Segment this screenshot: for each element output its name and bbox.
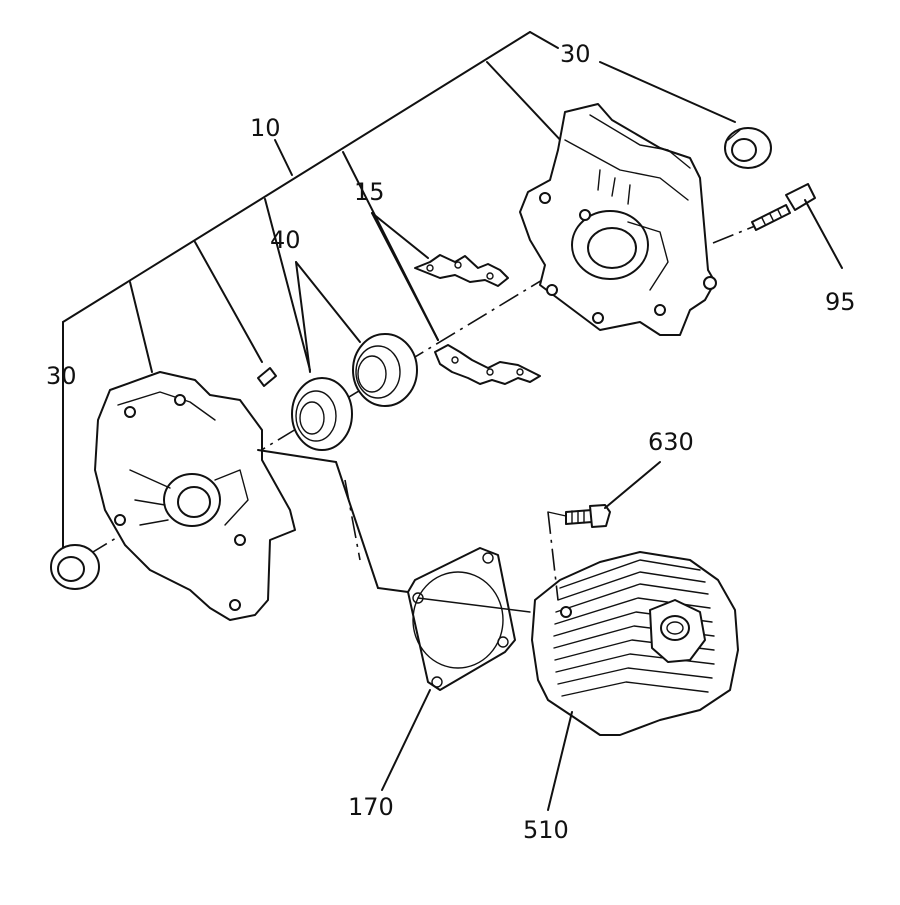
oil-seal-right bbox=[724, 127, 772, 169]
label-10: 10 bbox=[250, 114, 281, 142]
part-labels: 10 15 30 30 40 95 170 510 630 bbox=[46, 40, 856, 844]
crankcase-half-right bbox=[519, 103, 717, 336]
label-30-left: 30 bbox=[46, 362, 77, 390]
crankcase-assembly-leader-tree bbox=[62, 31, 736, 566]
label-630: 630 bbox=[648, 428, 694, 456]
gasket-upper bbox=[414, 254, 509, 287]
oil-seal-left bbox=[50, 544, 100, 590]
crankcase-half-left bbox=[94, 371, 296, 621]
label-40: 40 bbox=[270, 226, 301, 254]
bearing-40-leaders bbox=[295, 261, 361, 373]
label-95: 95 bbox=[825, 288, 856, 316]
cylinder bbox=[531, 551, 739, 811]
bolt-630 bbox=[547, 461, 661, 601]
dowel-pin bbox=[257, 367, 277, 387]
bearing-large bbox=[352, 333, 418, 407]
label-170: 170 bbox=[348, 793, 394, 821]
label-510: 510 bbox=[523, 816, 569, 844]
label-15: 15 bbox=[354, 178, 385, 206]
screw-95 bbox=[751, 183, 843, 269]
gasket-15-leaders bbox=[371, 212, 439, 341]
gasket-lower bbox=[434, 344, 541, 385]
label-30-top: 30 bbox=[560, 40, 591, 68]
bearing-small bbox=[291, 377, 353, 451]
cylinder-gasket bbox=[257, 449, 531, 791]
